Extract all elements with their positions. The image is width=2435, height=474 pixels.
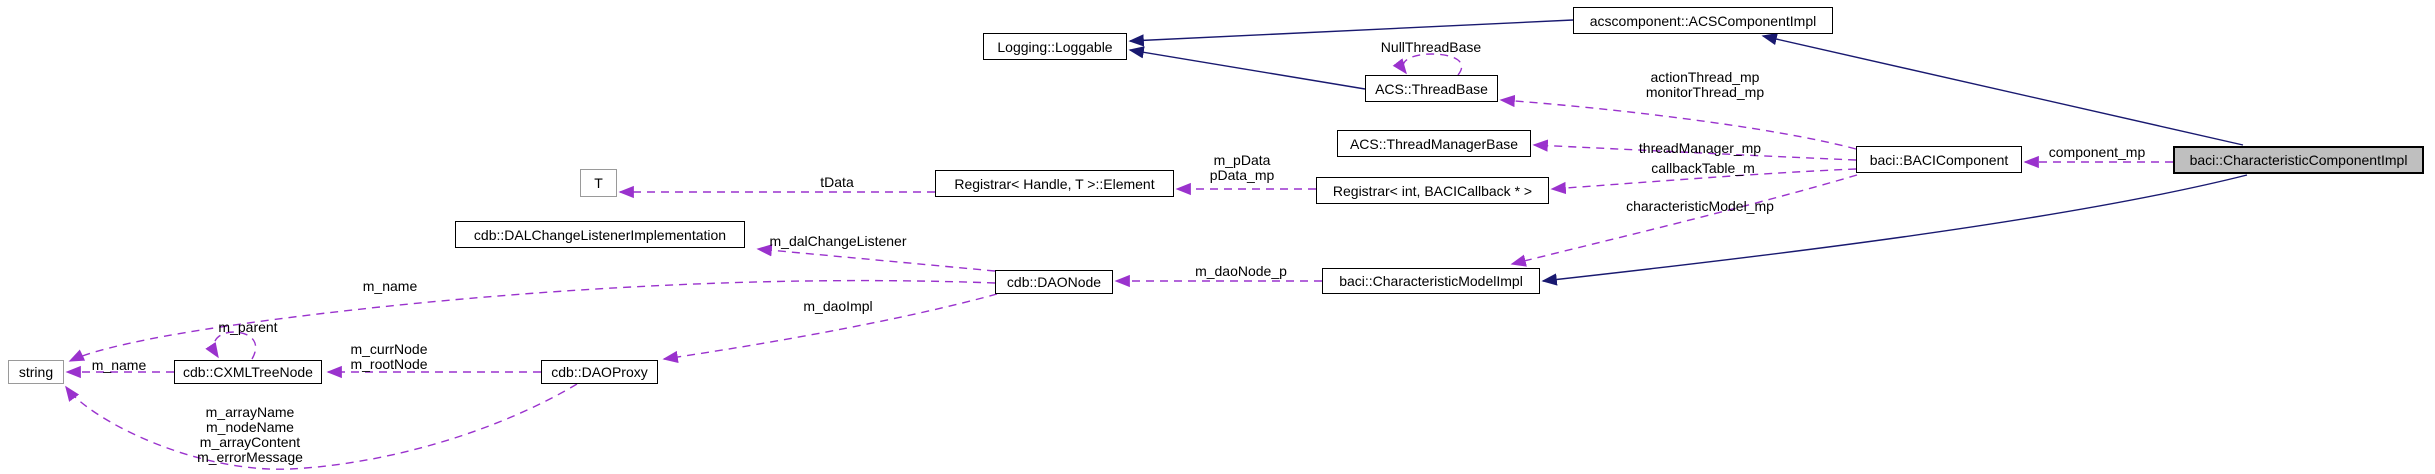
edge-label-mname-upper: m_name (362, 278, 418, 294)
edge-usage-mparent-selfloop (205, 331, 257, 360)
edge-label-componentmp: component_mp (2048, 144, 2146, 160)
edge-label-line: actionThread_mp (1650, 69, 1760, 85)
edge-label-nullthreadbase: NullThreadBase (1380, 39, 1482, 55)
edge-label-line: m_arrayContent (199, 434, 301, 450)
edge-label-string-members: m_arrayName m_nodeName m_arrayContent m_… (197, 405, 303, 465)
edge-inherit-characteristiccomponentimpl-acscomponentimpl (1761, 33, 2244, 146)
edge-label-dalchangelistener: m_dalChangeListener (769, 233, 907, 249)
edge-usage-characteristicmodel (1510, 174, 1858, 267)
node-acs-threadbase[interactable]: ACS::ThreadBase (1365, 75, 1498, 102)
edge-label-mparent: m_parent (218, 319, 278, 335)
node-baci-characteristiccomponentimpl: baci::CharacteristicComponentImpl (2173, 146, 2424, 174)
edge-label-actionthread-monitorthread: actionThread_mp monitorThread_mp (1646, 70, 1764, 100)
node-baci-characteristicmodelimpl[interactable]: baci::CharacteristicModelImpl (1322, 268, 1540, 294)
edge-label-currnode-rootnode: m_currNode m_rootNode (350, 342, 427, 372)
edge-label-tdata: tData (820, 174, 854, 190)
edge-usage-actionthread (1499, 94, 1857, 150)
edge-label-line: m_rootNode (350, 356, 428, 372)
node-cdb-daoproxy[interactable]: cdb::DAOProxy (541, 360, 658, 384)
edge-label-daonodep: m_daoNode_p (1195, 263, 1287, 279)
edge-usage-dalchangelistener (756, 244, 996, 272)
edge-label-line: pData_mp (1209, 167, 1275, 183)
node-cdb-cxmltreenode[interactable]: cdb::CXMLTreeNode (174, 360, 322, 384)
node-cdb-daonode[interactable]: cdb::DAONode (995, 270, 1113, 294)
edge-label-mname-lower: m_name (91, 357, 147, 373)
edge-label-line: monitorThread_mp (1645, 84, 1765, 100)
edge-label-characteristicmodel: characteristicModel_mp (1626, 198, 1774, 214)
edge-usage-daoproxy-strings (65, 383, 578, 470)
edge-label-callbacktable: callbackTable_m (1651, 160, 1755, 176)
edge-inherit-threadbase-loggable (1128, 46, 1366, 90)
node-registrar-int-bacicallback[interactable]: Registrar< int, BACICallback * > (1316, 177, 1549, 204)
edge-inherit-characteristiccomponentimpl-characteristicmodelimpl (1541, 174, 2248, 286)
node-registrar-element[interactable]: Registrar< Handle, T >::Element (935, 170, 1174, 197)
edge-label-line: m_pData (1213, 152, 1271, 168)
node-baci-bacicomponent[interactable]: baci::BACIComponent (1856, 146, 2022, 173)
edge-label-line: m_errorMessage (197, 449, 303, 465)
edge-usage-daoimpl (662, 293, 998, 364)
node-acscomponent-acscomponentimpl[interactable]: acscomponent::ACSComponentImpl (1573, 7, 1833, 34)
edge-usage-daonode-mname-string (68, 279, 996, 362)
node-t: T (580, 169, 617, 197)
edge-label-pdata: m_pData pData_mp (1210, 153, 1275, 183)
node-logging-loggable[interactable]: Logging::Loggable (983, 33, 1127, 60)
edge-inherit-acscomponentimpl-loggable (1128, 19, 1574, 47)
edge-label-daoimpl: m_daoImpl (803, 298, 873, 314)
node-acs-threadmanagerbase[interactable]: ACS::ThreadManagerBase (1337, 130, 1531, 157)
edge-label-line: m_nodeName (206, 419, 294, 435)
node-cdb-dalchangelistenerimplementation[interactable]: cdb::DALChangeListenerImplementation (455, 221, 745, 248)
edge-usage-nullthreadbase-selfloop (1392, 53, 1463, 76)
edge-label-threadmanager: threadManager_mp (1638, 140, 1762, 156)
edge-label-line: m_arrayName (205, 404, 295, 420)
node-string: string (8, 360, 64, 384)
edge-label-line: m_currNode (350, 341, 428, 357)
edge-usage-threadmanager (1532, 139, 1857, 161)
